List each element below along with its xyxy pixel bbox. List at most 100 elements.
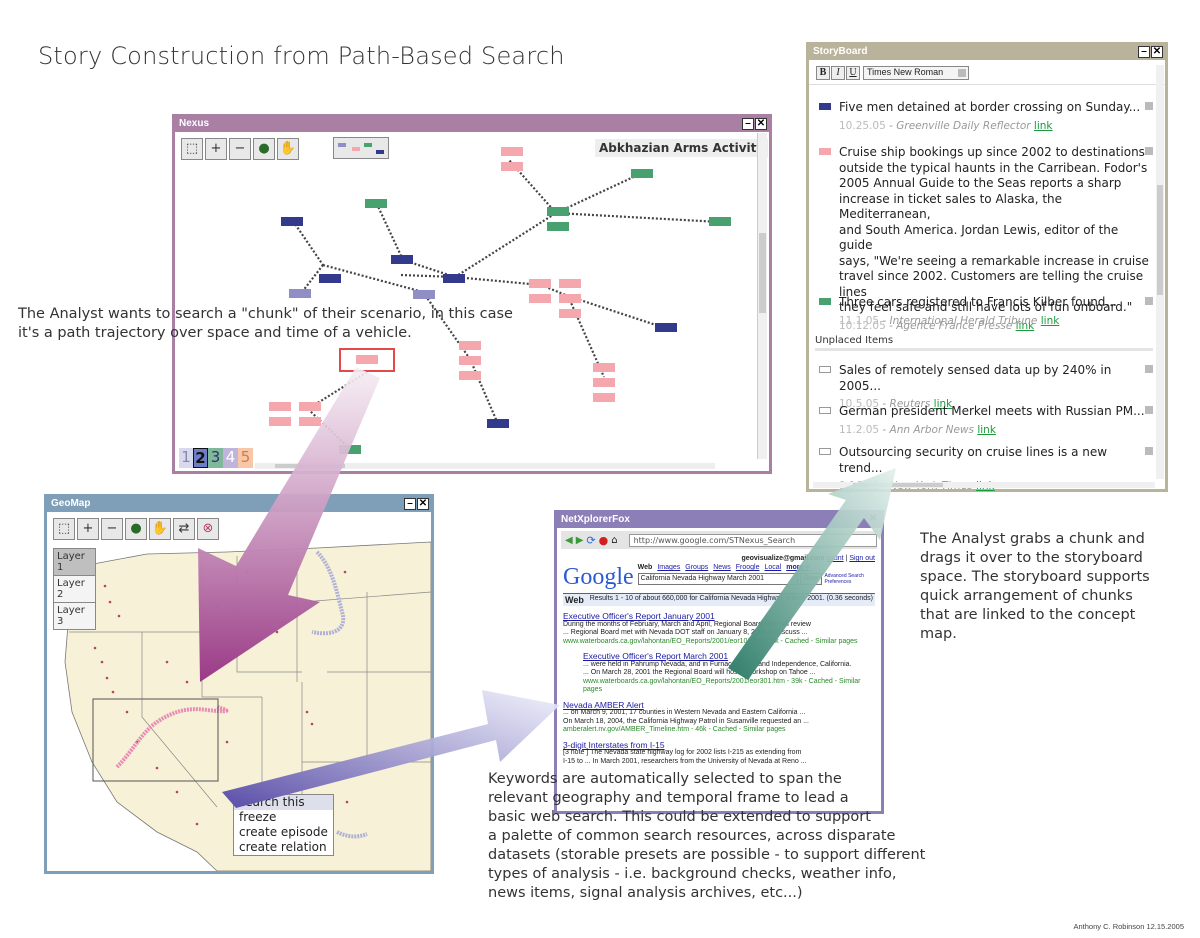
close-icon[interactable]: ✕ xyxy=(417,498,429,510)
graph-node[interactable] xyxy=(459,356,481,365)
forward-icon[interactable]: ▶ xyxy=(575,534,584,546)
graph-node[interactable] xyxy=(391,255,413,264)
graph-node[interactable] xyxy=(459,341,481,350)
graph-node[interactable] xyxy=(269,417,291,426)
search-input[interactable]: California Nevada Highway March 2001 xyxy=(637,573,798,585)
my-account-link[interactable]: count xyxy=(826,555,844,562)
graph-node[interactable] xyxy=(559,294,581,303)
browser-titlebar[interactable]: NetXplorerFox ✕ xyxy=(557,513,881,528)
minimize-icon[interactable]: – xyxy=(1138,46,1150,58)
layer-2-toggle[interactable]: Layer 2 xyxy=(54,576,95,603)
layer-chip[interactable]: 2 xyxy=(193,448,208,468)
storyboard-hscrollbar[interactable] xyxy=(813,482,1155,488)
zoom-in-icon[interactable]: + xyxy=(205,137,227,160)
select-tool-icon[interactable]: ⬚ xyxy=(181,137,203,160)
graph-node[interactable] xyxy=(269,402,291,411)
graph-node[interactable] xyxy=(547,222,569,231)
graph-node[interactable] xyxy=(709,217,731,226)
layer-chip[interactable]: 5 xyxy=(238,448,253,468)
compass-icon[interactable]: ⊗ xyxy=(197,517,219,540)
collapse-icon[interactable] xyxy=(1145,147,1153,155)
result-title-link[interactable]: 3-digit Interstates from I-15 xyxy=(563,739,665,750)
italic-button[interactable]: I xyxy=(831,66,845,80)
pan-hand-icon[interactable]: ✋ xyxy=(277,137,299,160)
graph-node[interactable] xyxy=(413,290,435,299)
search-button[interactable]: Sear xyxy=(799,573,823,585)
graph-node[interactable] xyxy=(459,371,481,380)
item-link[interactable]: link xyxy=(933,398,953,410)
expand-icon[interactable] xyxy=(1145,297,1153,305)
graph-node[interactable] xyxy=(281,217,303,226)
nexus-scrollbar[interactable] xyxy=(757,133,767,459)
menu-freeze[interactable]: freeze xyxy=(239,810,277,824)
layer-chip[interactable]: 3 xyxy=(208,448,223,468)
item-link[interactable]: link xyxy=(1040,314,1060,327)
refresh-icon[interactable]: ⟳ xyxy=(586,533,596,547)
tab-froogle[interactable]: Froogle xyxy=(735,564,760,571)
globe-icon[interactable]: ● xyxy=(125,517,147,540)
graph-node[interactable] xyxy=(299,402,321,411)
graph-node[interactable] xyxy=(319,274,341,283)
graph-node[interactable] xyxy=(365,199,387,208)
selected-chunk-box[interactable] xyxy=(339,348,395,372)
menu-search-this[interactable]: search this xyxy=(234,795,333,810)
zoom-out-icon[interactable]: − xyxy=(101,517,123,540)
graph-node[interactable] xyxy=(501,162,523,171)
geomap-titlebar[interactable]: GeoMap –✕ xyxy=(47,497,431,512)
graph-node[interactable] xyxy=(559,279,581,288)
close-icon[interactable]: ✕ xyxy=(755,118,767,130)
graph-node[interactable] xyxy=(631,169,653,178)
storyboard-item[interactable]: Three cars registered to Francis Kilber … xyxy=(819,295,1153,329)
graph-node[interactable] xyxy=(501,147,523,156)
graph-node[interactable] xyxy=(289,289,311,298)
graph-node[interactable] xyxy=(559,309,581,318)
bold-button[interactable]: B xyxy=(816,66,830,80)
select-tool-icon[interactable]: ⬚ xyxy=(53,517,75,540)
font-select[interactable]: Times New Roman xyxy=(863,66,969,80)
graph-node[interactable] xyxy=(593,378,615,387)
graph-node[interactable] xyxy=(593,363,615,372)
unplaced-item[interactable]: Sales of remotely sensed data up by 240%… xyxy=(819,363,1153,413)
graph-node[interactable] xyxy=(487,419,509,428)
zoom-in-icon[interactable]: + xyxy=(77,517,99,540)
google-logo[interactable]: Google xyxy=(563,564,634,590)
menu-create-episode[interactable]: create episode xyxy=(239,825,328,839)
storyboard-item[interactable]: Five men detained at border crossing on … xyxy=(819,100,1153,134)
graph-node[interactable] xyxy=(443,274,465,283)
close-icon[interactable]: ✕ xyxy=(1151,46,1163,58)
menu-create-relation[interactable]: create relation xyxy=(239,840,327,854)
nexus-hscrollbar[interactable] xyxy=(255,463,715,469)
underline-button[interactable]: U xyxy=(846,66,860,80)
layer-chip[interactable]: 4 xyxy=(223,448,238,468)
layout-tool-icon[interactable]: ⇄ xyxy=(173,517,195,540)
tab-more[interactable]: more » xyxy=(786,564,810,571)
zoom-out-icon[interactable]: − xyxy=(229,137,251,160)
expand-icon[interactable] xyxy=(1145,102,1153,110)
back-icon[interactable]: ◀ xyxy=(565,534,573,546)
graph-node[interactable] xyxy=(529,294,551,303)
minimize-icon[interactable]: – xyxy=(742,118,754,130)
graph-node[interactable] xyxy=(547,207,569,216)
url-field[interactable]: http://www.google.com/STNexus_Search xyxy=(628,533,877,547)
layer-1-toggle[interactable]: Layer 1 xyxy=(54,549,95,576)
storyboard-titlebar[interactable]: StoryBoard –✕ xyxy=(809,45,1165,60)
home-icon[interactable]: ⌂ xyxy=(611,534,618,546)
item-link[interactable]: link xyxy=(1015,319,1035,332)
layer-3-toggle[interactable]: Layer 3 xyxy=(57,605,85,627)
close-icon[interactable]: ✕ xyxy=(868,513,878,524)
nexus-window[interactable]: Nexus –✕ ⬚+−●✋ Abkhazian Arms Activity xyxy=(172,114,772,474)
nexus-titlebar[interactable]: Nexus –✕ xyxy=(175,117,769,132)
minimize-icon[interactable]: – xyxy=(404,498,416,510)
graph-node[interactable] xyxy=(655,323,677,332)
stop-icon[interactable]: ● xyxy=(598,533,609,547)
storyboard-item[interactable]: Cruise ship bookings up since 2002 to de… xyxy=(819,145,1153,334)
preferences-link[interactable]: Preferences xyxy=(824,579,852,585)
result-title-link[interactable]: Executive Officer's Report March 2001 xyxy=(583,651,729,661)
item-link[interactable]: link xyxy=(977,423,996,436)
storyboard-scrollbar[interactable] xyxy=(1156,65,1164,479)
sign-out-link[interactable]: Sign out xyxy=(849,555,875,562)
graph-node[interactable] xyxy=(339,445,361,454)
graph-node[interactable] xyxy=(593,393,615,402)
tab-web[interactable]: Web xyxy=(637,564,653,571)
tab-images[interactable]: Images xyxy=(657,564,681,571)
